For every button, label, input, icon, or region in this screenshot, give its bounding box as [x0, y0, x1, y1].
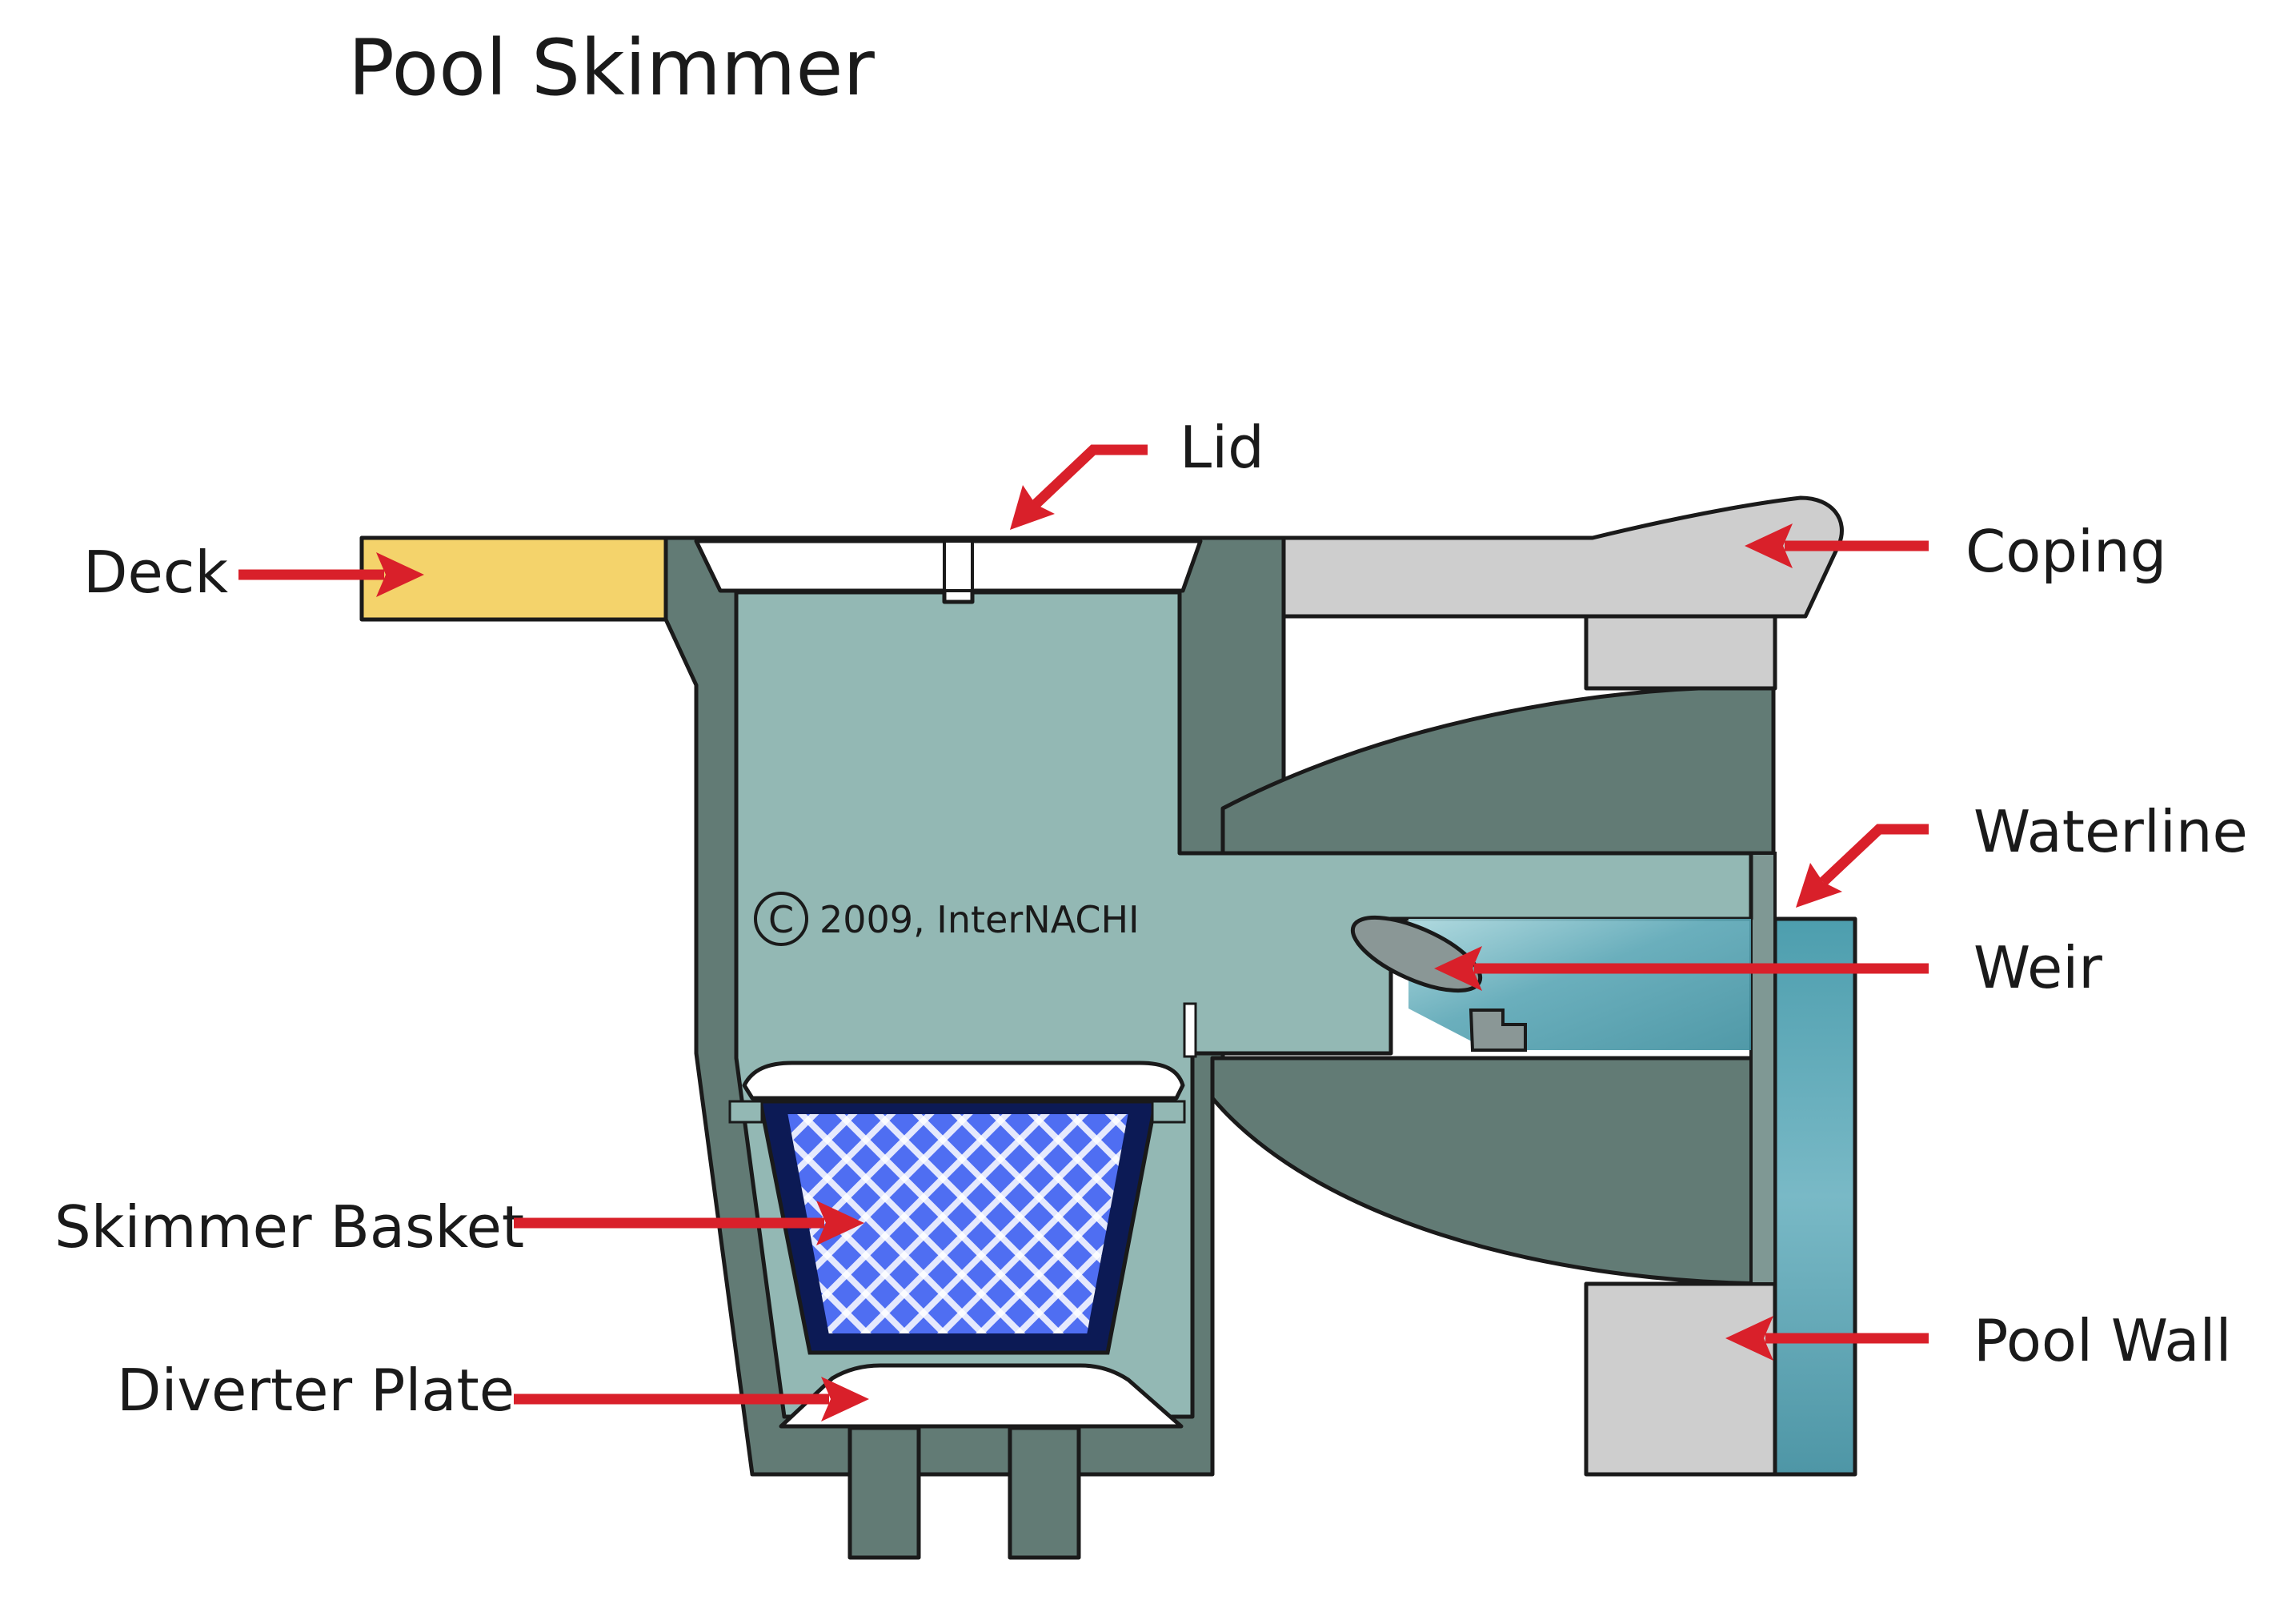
lid-handle-slot — [943, 539, 974, 592]
label-lid: Lid — [1180, 414, 1264, 481]
diverter-plate — [779, 1363, 1184, 1429]
pool-water-strip — [1773, 916, 1857, 1477]
label-waterline: Waterline — [1973, 798, 2248, 865]
basket-post-right — [1151, 1100, 1186, 1124]
arrow-skimmer-basket — [514, 1201, 864, 1245]
basket-seat-tab — [1183, 1002, 1197, 1058]
basket-mesh — [783, 1111, 1132, 1337]
arrow-waterline — [1796, 824, 1929, 908]
coping-stone — [1281, 495, 1844, 619]
pipe-outlet-left — [847, 1426, 921, 1560]
arrow-coping — [1745, 523, 1929, 568]
pool-wall-upper — [1584, 614, 1777, 691]
copyright-text: 2009, InterNACHI — [819, 898, 1140, 941]
pipe-outlet-right — [1008, 1426, 1081, 1560]
label-skimmer-basket: Skimmer Basket — [54, 1193, 524, 1261]
copyright-notice: C 2009, InterNACHI — [754, 892, 1140, 946]
wall-face-edge — [1749, 852, 1777, 1285]
throat-upper-flange — [1220, 684, 1776, 856]
arrow-lid — [1010, 444, 1148, 530]
throat-lower-flange — [1210, 1056, 1776, 1286]
arrow-pool-wall — [1725, 1316, 1929, 1361]
basket-rim — [742, 1061, 1185, 1101]
label-coping: Coping — [1965, 518, 2166, 585]
page-title: Pool Skimmer — [348, 23, 875, 113]
copyright-symbol: C — [768, 898, 794, 941]
basket-post-left — [728, 1100, 763, 1124]
label-weir: Weir — [1973, 934, 2102, 1001]
weir-hinge — [1469, 1008, 1527, 1052]
copyright-circle — [754, 892, 808, 946]
arrow-weir — [1434, 946, 1929, 991]
arrow-diverter-plate — [514, 1377, 869, 1422]
pool-wall — [1584, 1281, 1777, 1477]
arrow-deck — [238, 552, 424, 597]
label-pool-wall: Pool Wall — [1973, 1307, 2232, 1374]
label-diverter-plate: Diverter Plate — [117, 1357, 515, 1424]
label-deck: Deck — [83, 539, 228, 606]
